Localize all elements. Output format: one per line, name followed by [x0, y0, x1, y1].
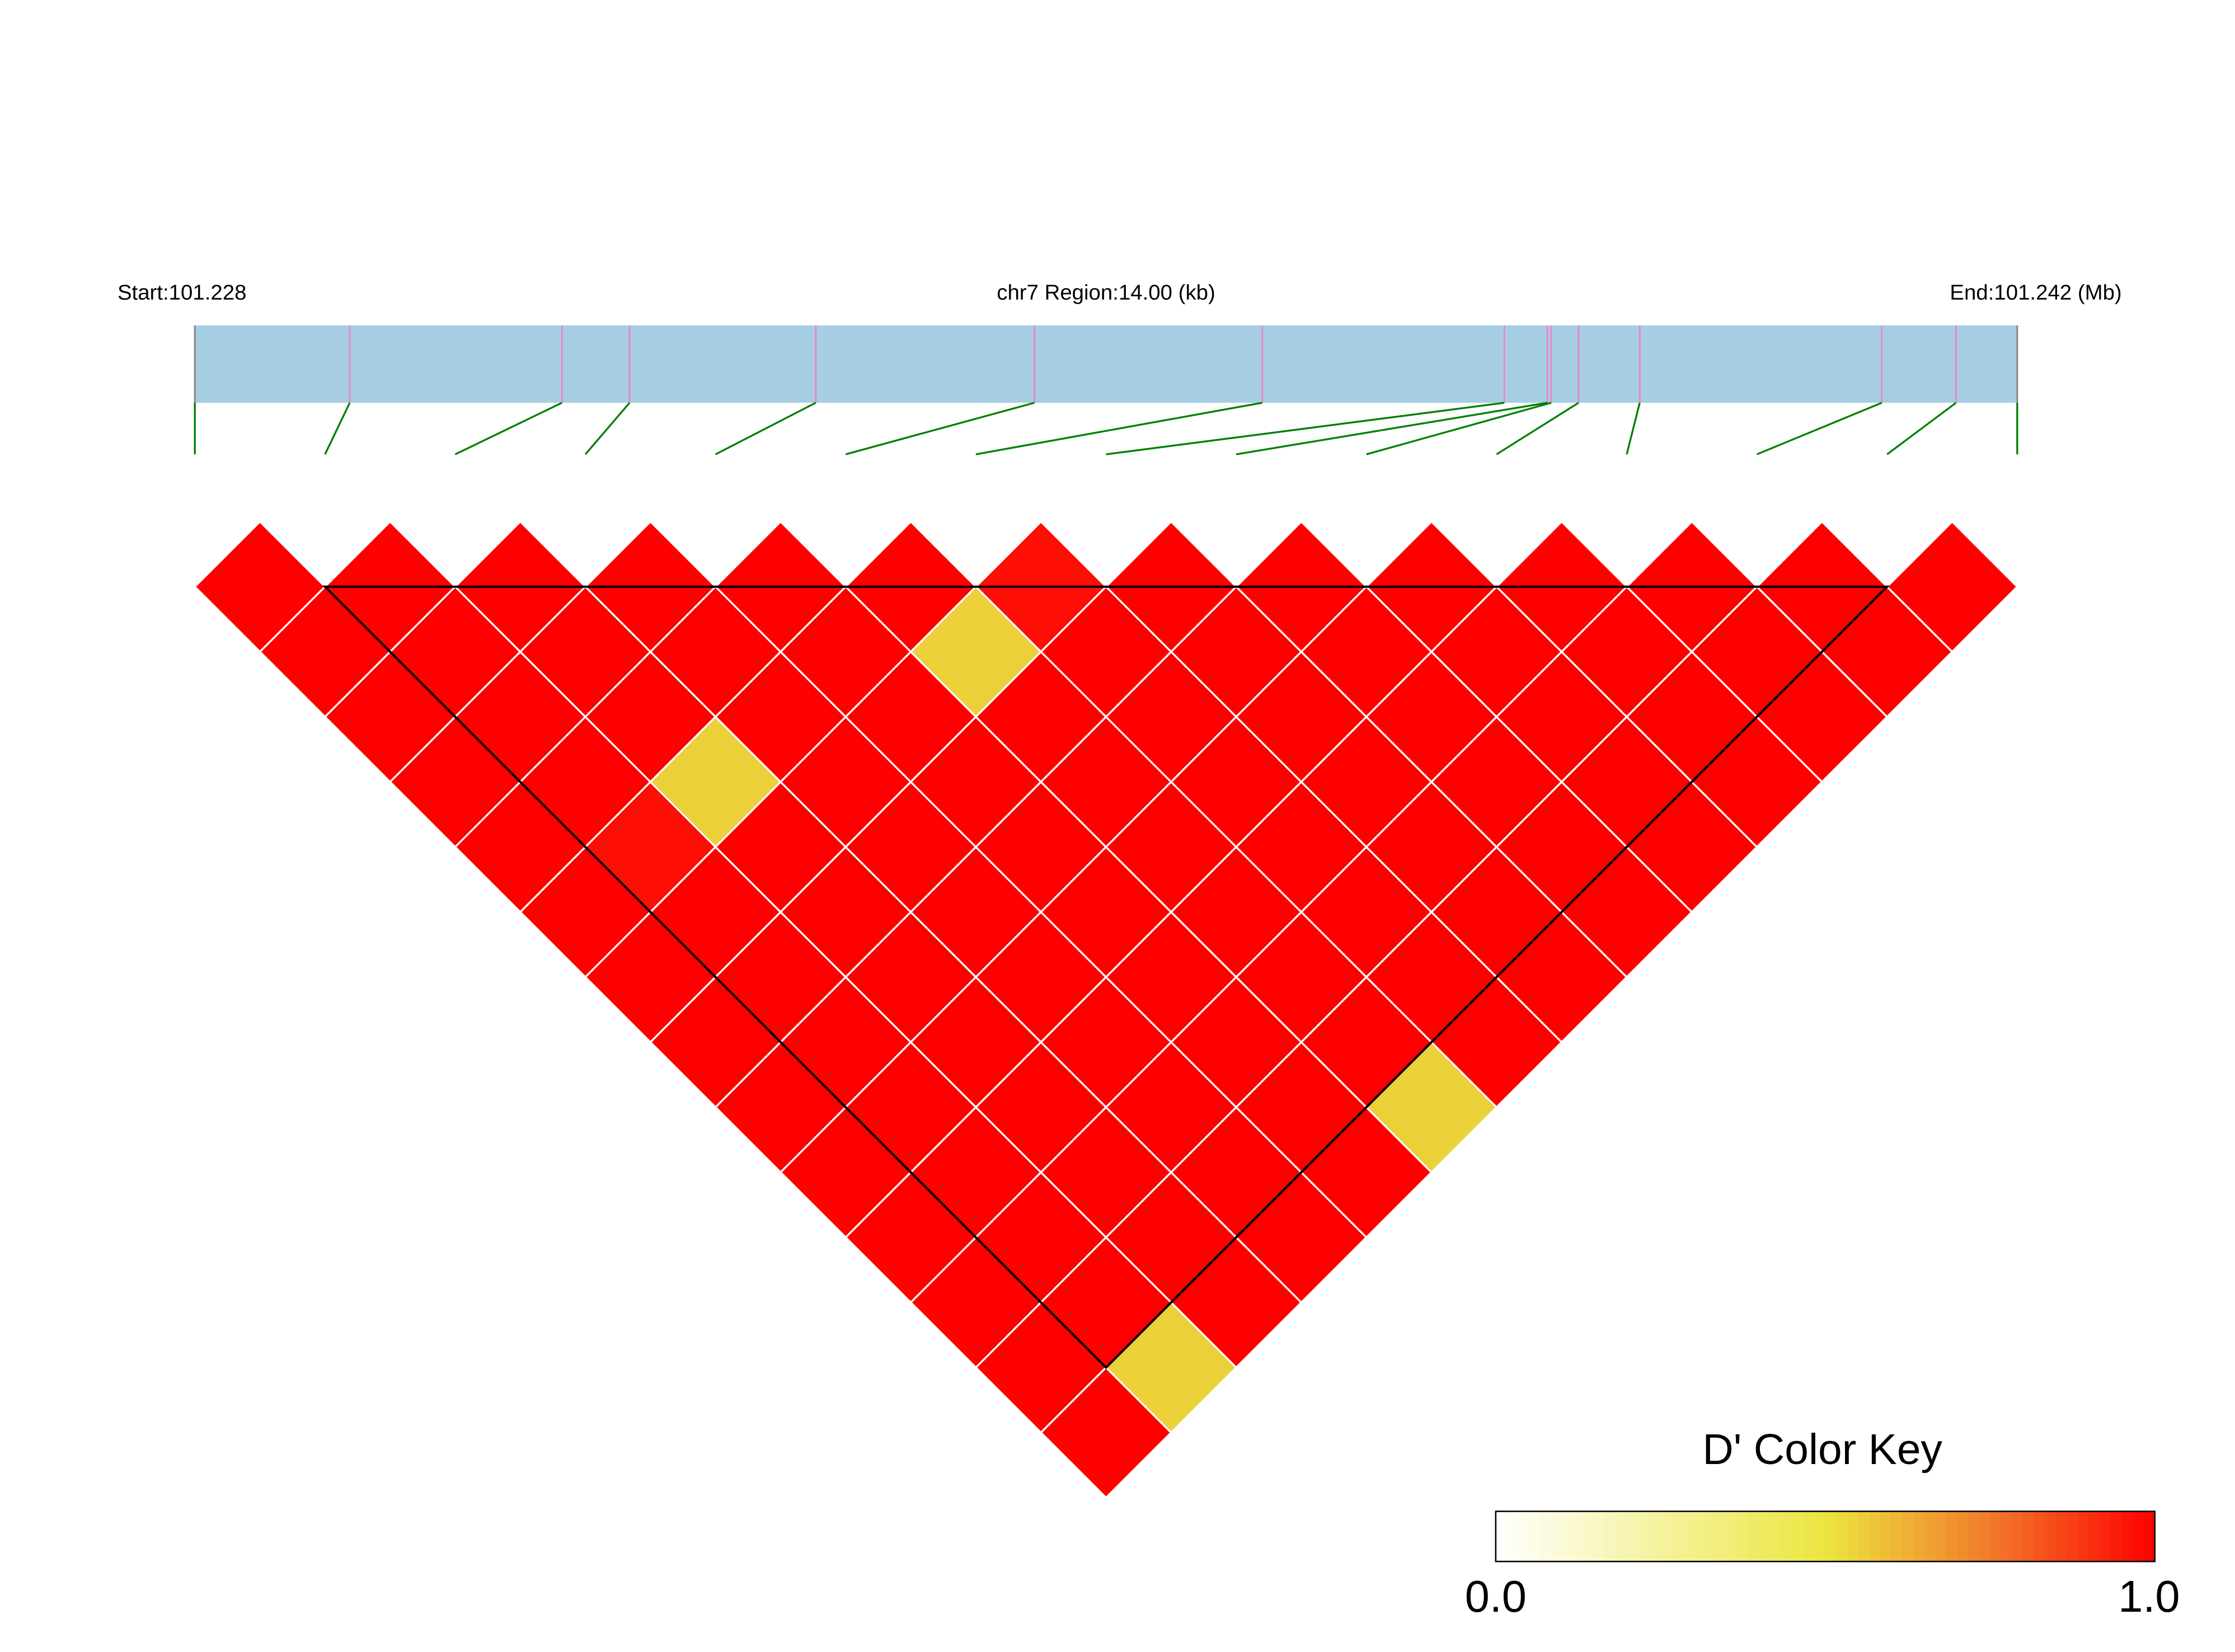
snp-connector	[975, 402, 1262, 455]
color-key-swatch	[1506, 1511, 1519, 1562]
region-title: chr7 Region:14.00 (kb)	[997, 281, 1215, 305]
snp-connector	[1756, 402, 1882, 455]
region-end-label: End:101.242 (Mb)	[1950, 281, 2121, 305]
color-key-swatch	[1539, 1511, 1552, 1562]
color-key: D' Color Key 0.0 1.0	[1465, 1425, 2180, 1621]
color-key-swatch	[2045, 1511, 2057, 1562]
region-start-label: Start:101.228	[118, 281, 247, 305]
color-key-swatch	[1682, 1511, 1694, 1562]
color-key-title: D' Color Key	[1702, 1425, 1942, 1474]
color-key-swatch	[1572, 1511, 1585, 1562]
color-key-swatch	[1902, 1511, 1914, 1562]
color-key-swatch	[1726, 1511, 1739, 1562]
ld-cell	[1885, 520, 2019, 653]
snp-connector	[1106, 402, 1505, 455]
color-key-swatch	[1671, 1511, 1683, 1562]
color-key-swatch	[1583, 1511, 1595, 1562]
color-key-swatch	[1704, 1511, 1716, 1562]
color-key-swatch	[1990, 1511, 2002, 1562]
color-key-swatch	[1935, 1511, 1947, 1562]
color-key-swatch	[1803, 1511, 1815, 1562]
snp-connector	[845, 402, 1035, 455]
color-key-swatch	[1495, 1511, 1508, 1562]
color-key-swatch	[1825, 1511, 1837, 1562]
snp-connector	[715, 402, 816, 455]
color-key-swatch	[2100, 1511, 2112, 1562]
snp-connector	[324, 402, 351, 455]
color-key-max-label: 1.0	[2118, 1571, 2180, 1621]
color-key-swatch	[2034, 1511, 2046, 1562]
genomic-region-bar	[194, 325, 2018, 455]
color-key-swatch	[1518, 1511, 1530, 1562]
color-key-swatch	[1924, 1511, 1936, 1562]
snp-connector	[454, 402, 562, 455]
snp-connector	[584, 402, 631, 455]
color-key-swatch	[2121, 1511, 2134, 1562]
color-key-swatch	[1968, 1511, 1980, 1562]
color-key-swatch	[1913, 1511, 1925, 1562]
color-key-swatch	[2001, 1511, 2013, 1562]
color-key-swatch	[2088, 1511, 2101, 1562]
color-key-swatch	[2023, 1511, 2035, 1562]
color-key-swatch	[2055, 1511, 2068, 1562]
snp-connector	[1236, 402, 1548, 455]
color-key-swatch	[1627, 1511, 1640, 1562]
color-key-swatch	[2111, 1511, 2123, 1562]
color-key-swatch	[1528, 1511, 1541, 1562]
color-key-border	[1495, 1510, 2156, 1562]
snp-connector	[1626, 402, 1641, 455]
color-key-swatch	[1814, 1511, 1826, 1562]
color-key-swatch	[1836, 1511, 1848, 1562]
color-key-swatch	[1649, 1511, 1661, 1562]
color-key-min-label: 0.0	[1465, 1571, 1527, 1621]
color-key-swatch	[1869, 1511, 1881, 1562]
color-key-swatch	[1781, 1511, 1793, 1562]
color-key-swatch	[1616, 1511, 1628, 1562]
color-key-swatch	[2143, 1511, 2156, 1562]
color-key-swatch	[1792, 1511, 1804, 1562]
color-key-swatch	[1946, 1511, 1958, 1562]
color-key-swatch	[1858, 1511, 1870, 1562]
color-key-swatch	[1880, 1511, 1892, 1562]
color-key-swatch	[1561, 1511, 1574, 1562]
haplotype-block-outline	[322, 585, 1890, 1369]
color-key-swatch	[2067, 1511, 2079, 1562]
color-key-swatch	[1979, 1511, 1991, 1562]
color-key-swatch	[1660, 1511, 1673, 1562]
snp-connector	[1886, 402, 1957, 455]
region-bar	[195, 325, 2017, 403]
color-key-swatch	[1693, 1511, 1706, 1562]
color-key-swatch	[1770, 1511, 1782, 1562]
color-key-swatch	[1748, 1511, 1760, 1562]
color-key-swatch	[1891, 1511, 1903, 1562]
color-key-swatch	[1551, 1511, 1562, 1562]
color-key-swatch	[1638, 1511, 1650, 1562]
color-key-swatch	[1715, 1511, 1727, 1562]
color-key-swatch	[1605, 1511, 1618, 1562]
ld-cells	[193, 520, 2019, 1499]
color-key-swatch	[1594, 1511, 1607, 1562]
block-triangle	[322, 585, 1890, 1369]
color-key-swatch	[2012, 1511, 2024, 1562]
color-key-swatch	[1957, 1511, 1969, 1562]
color-key-swatch	[2133, 1511, 2145, 1562]
snp-connector	[1366, 402, 1552, 455]
snp-connector	[1496, 402, 1579, 455]
color-key-swatch	[1737, 1511, 1749, 1562]
color-key-swatch	[1759, 1511, 1771, 1562]
color-key-swatch	[2078, 1511, 2090, 1562]
color-key-swatch	[1847, 1511, 1859, 1562]
